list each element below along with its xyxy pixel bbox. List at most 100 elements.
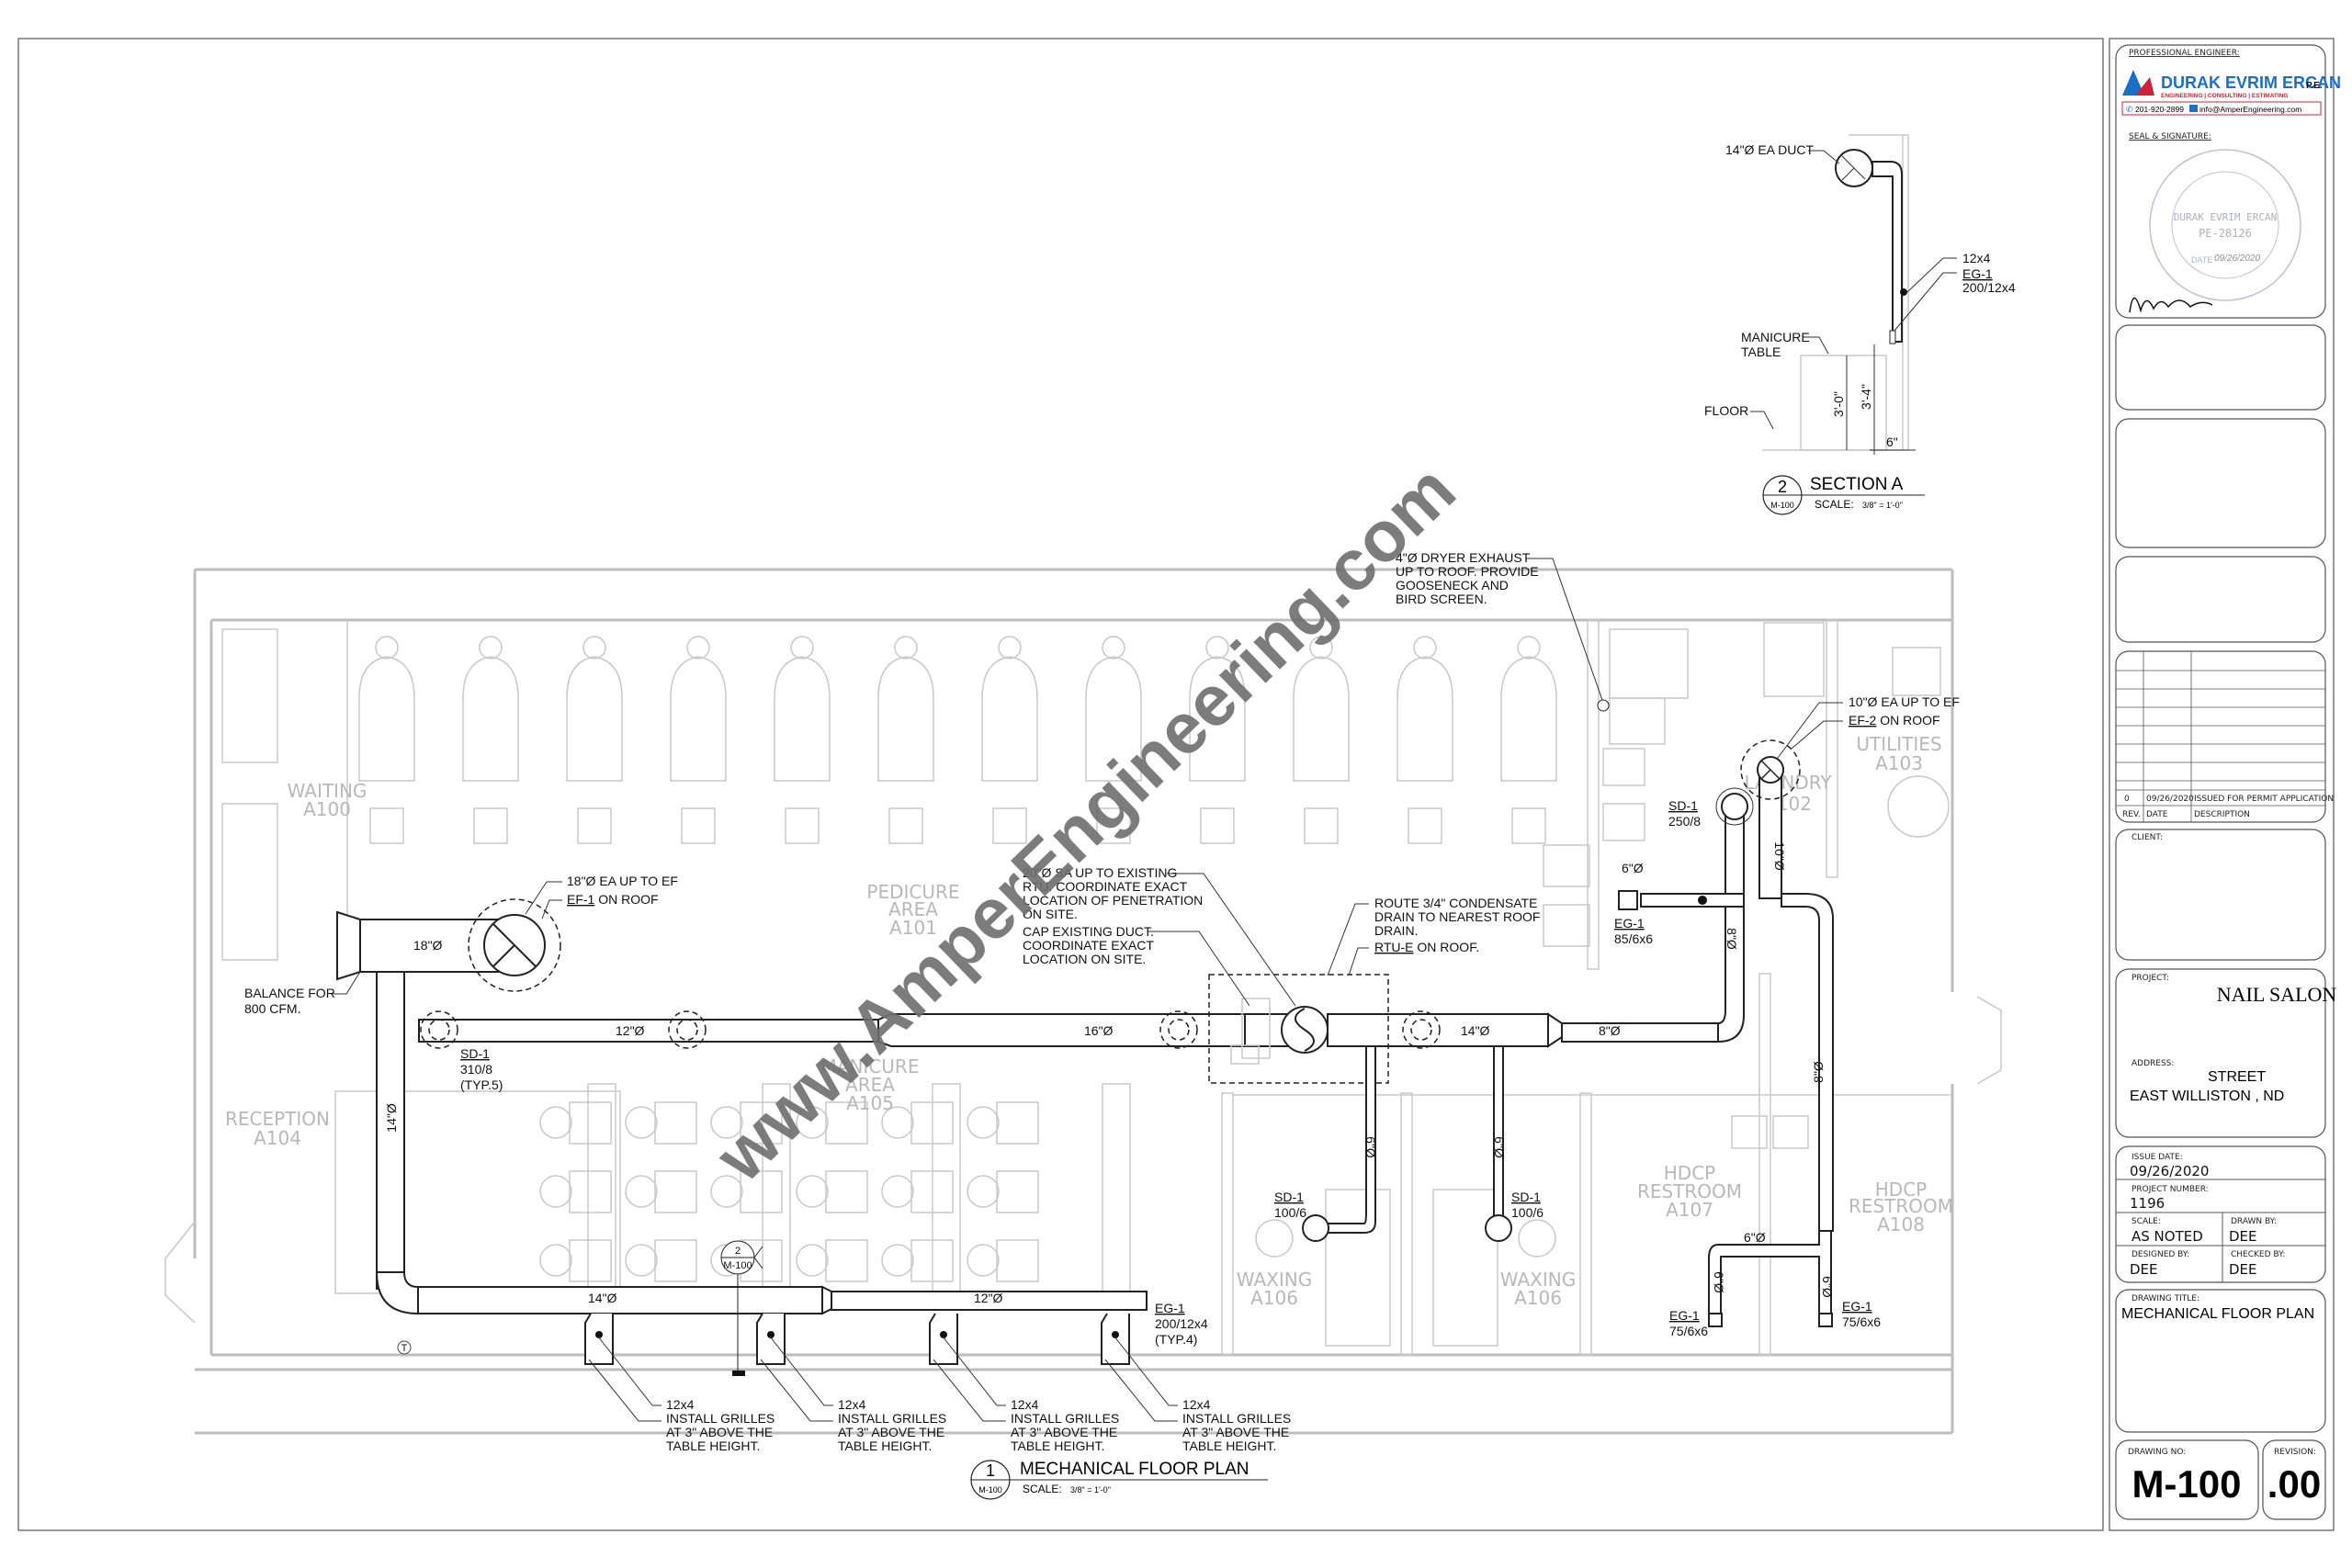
eg1-cfm: 85/6x6 <box>1614 931 1653 946</box>
duct-size: 6"Ø <box>1712 1271 1726 1293</box>
sa-note: ON SITE. <box>1023 907 1078 921</box>
floor-label: FLOOR <box>1704 403 1748 418</box>
duct-size: 6"Ø <box>1492 1136 1507 1158</box>
manicure-station <box>967 1170 1039 1213</box>
manicure-station <box>796 1170 868 1213</box>
room-reception-number: A104 <box>254 1127 301 1149</box>
address-line1: STREET <box>2208 1069 2266 1085</box>
ef1-note: ON ROOF <box>594 892 658 907</box>
grille-size-note: 12x4 <box>1182 1397 1211 1412</box>
seal-license: PE-28126 <box>2199 227 2252 240</box>
rev-date: 09/26/2020 <box>2146 795 2194 804</box>
section-sheet: M-100 <box>1770 501 1794 510</box>
scale-value: AS NOTED <box>2132 1228 2203 1245</box>
svg-text:RTU-E ON ROOF.: RTU-E ON ROOF. <box>1374 940 1479 954</box>
exhaust-grille <box>929 1313 958 1365</box>
seal-date: 09/26/2020 <box>2214 254 2260 264</box>
eg1-typ: (TYP.4) <box>1155 1332 1197 1347</box>
grille-tag-label: EG-1 <box>1962 266 1993 281</box>
pedicure-chairs <box>358 636 1557 844</box>
manicure-station <box>710 1170 783 1213</box>
eg1-tag: EG-1 <box>1842 1299 1872 1314</box>
phone: 201-920-2899 <box>2135 105 2184 114</box>
manicure-station <box>625 1239 697 1282</box>
project-number-label: PROJECT NUMBER: <box>2132 1185 2209 1194</box>
checked-by-label: CHECKED BY: <box>2231 1250 2285 1259</box>
manicure-stations <box>539 1083 1131 1296</box>
designed-by-label: DESIGNED BY: <box>2132 1250 2189 1259</box>
section-scale: 3/8" = 1'-0" <box>1862 501 1903 510</box>
grille-install-note: TABLE HEIGHT. <box>666 1438 760 1453</box>
room-restroom-2-number: A108 <box>1877 1213 1925 1235</box>
eg1-cfm: 75/6x6 <box>1669 1324 1708 1338</box>
pedicure-chair <box>462 636 519 844</box>
room-pedicure: PEDICURE <box>866 881 959 903</box>
ef2-note: ON ROOF <box>1876 713 1939 728</box>
seal-date-label: DATE <box>2191 255 2212 265</box>
plan-title: 1 M-100 MECHANICAL FLOOR PLAN SCALE: 3/8… <box>970 1460 1268 1500</box>
duct-size: 6"Ø <box>1820 1276 1835 1298</box>
sd1-cfm: 100/6 <box>1274 1205 1306 1220</box>
project-name: NAIL SALON <box>2217 983 2337 1006</box>
room-waxing-1-number: A106 <box>1250 1287 1298 1309</box>
grille-size-note: 12x4 <box>1011 1397 1039 1412</box>
room-manicure: MANICURE <box>821 1055 920 1077</box>
manicure-station <box>796 1101 868 1145</box>
ef1-tag: EF-1 <box>567 892 595 907</box>
grille-install-note: AT 3" ABOVE THE <box>838 1425 944 1439</box>
grille-install-note: AT 3" ABOVE THE <box>666 1425 773 1439</box>
duct-size-labels: 18"Ø 12"Ø 16"Ø 14"Ø 8"Ø 14"Ø 14"Ø 12"Ø 1… <box>384 841 1835 1305</box>
ef1-note: 18"Ø EA UP TO EF <box>567 874 678 888</box>
plan-scale: 3/8" = 1'-0" <box>1070 1485 1111 1495</box>
duct-size: 8"Ø <box>1724 928 1739 950</box>
seal-label: SEAL & SIGNATURE: <box>2129 132 2211 141</box>
supply-diffuser <box>1402 1010 1441 1049</box>
grille-install-note: TABLE HEIGHT. <box>1011 1438 1104 1453</box>
plan-sheet: M-100 <box>978 1485 1002 1495</box>
cap-note: COORDINATE EXACT <box>1023 938 1154 953</box>
duct-size: 8"Ø <box>1599 1023 1621 1038</box>
pedicure-chair <box>1085 636 1142 844</box>
rev-description-header: DESCRIPTION <box>2194 810 2250 819</box>
section-scale-label: SCALE: <box>1815 498 1854 511</box>
section-ref-sheet: M-100 <box>723 1260 752 1271</box>
pedicure-chair <box>981 636 1038 844</box>
duct-size: 6"Ø <box>1744 1230 1766 1245</box>
grille-install-note: AT 3" ABOVE THE <box>1182 1425 1289 1439</box>
sd1-tag: SD-1 <box>1511 1190 1541 1204</box>
manicure-station <box>539 1170 612 1213</box>
section-title: SECTION A <box>1810 475 1904 494</box>
duct-size: 6"Ø <box>1622 861 1644 875</box>
room-laundry: LAUNDRY <box>1744 772 1832 794</box>
drawing-border <box>17 38 2104 1531</box>
rev-number: 0 <box>2124 795 2130 804</box>
room-waxing-1: WAXING <box>1237 1269 1312 1291</box>
plan-number: 1 <box>986 1461 995 1480</box>
plan-notes: 4"Ø DRYER EXHAUST UP TO ROOF. PROVIDE GO… <box>244 550 1960 1453</box>
rtu-tag: RTU-E <box>1374 940 1414 954</box>
project-number: 1196 <box>2130 1195 2165 1212</box>
grille-install-note: AT 3" ABOVE THE <box>1011 1425 1117 1439</box>
condensate-note: DRAIN. <box>1374 923 1418 938</box>
revision-label: REVISION: <box>2274 1448 2316 1457</box>
ea-duct-label: 14"Ø EA DUCT <box>1725 142 1814 157</box>
room-restroom-1-number: A107 <box>1666 1199 1713 1221</box>
scale-label: SCALE: <box>2132 1217 2161 1226</box>
sd1-tag: SD-1 <box>460 1046 490 1061</box>
exhaust-grille <box>1101 1313 1130 1365</box>
duct-size: 10"Ø <box>1772 841 1787 871</box>
pedicure-chair <box>1396 636 1453 844</box>
issue-date-label: ISSUE DATE: <box>2132 1153 2183 1162</box>
seal-name: DURAK EVRIM ERCAN <box>2174 211 2278 223</box>
duct-size: 14"Ø <box>588 1291 617 1305</box>
drawing-title-label: DRAWING TITLE: <box>2132 1294 2199 1303</box>
pe-label: PROFESSIONAL ENGINEER: <box>2129 49 2240 58</box>
project-label: PROJECT: <box>2132 974 2169 983</box>
dryer-note: UP TO ROOF. PROVIDE <box>1396 564 1539 579</box>
sd1-typ: (TYP.5) <box>460 1077 503 1092</box>
dim-table-height: 3'-0" <box>1831 391 1846 417</box>
pe-seal: DURAK EVRIM ERCAN PE-28126 DATE 09/26/20… <box>2149 149 2301 301</box>
grille-size-label: 12x4 <box>1962 251 1991 265</box>
duct-size: 18"Ø <box>413 938 443 953</box>
rtu-note: ON ROOF. <box>1414 940 1480 954</box>
